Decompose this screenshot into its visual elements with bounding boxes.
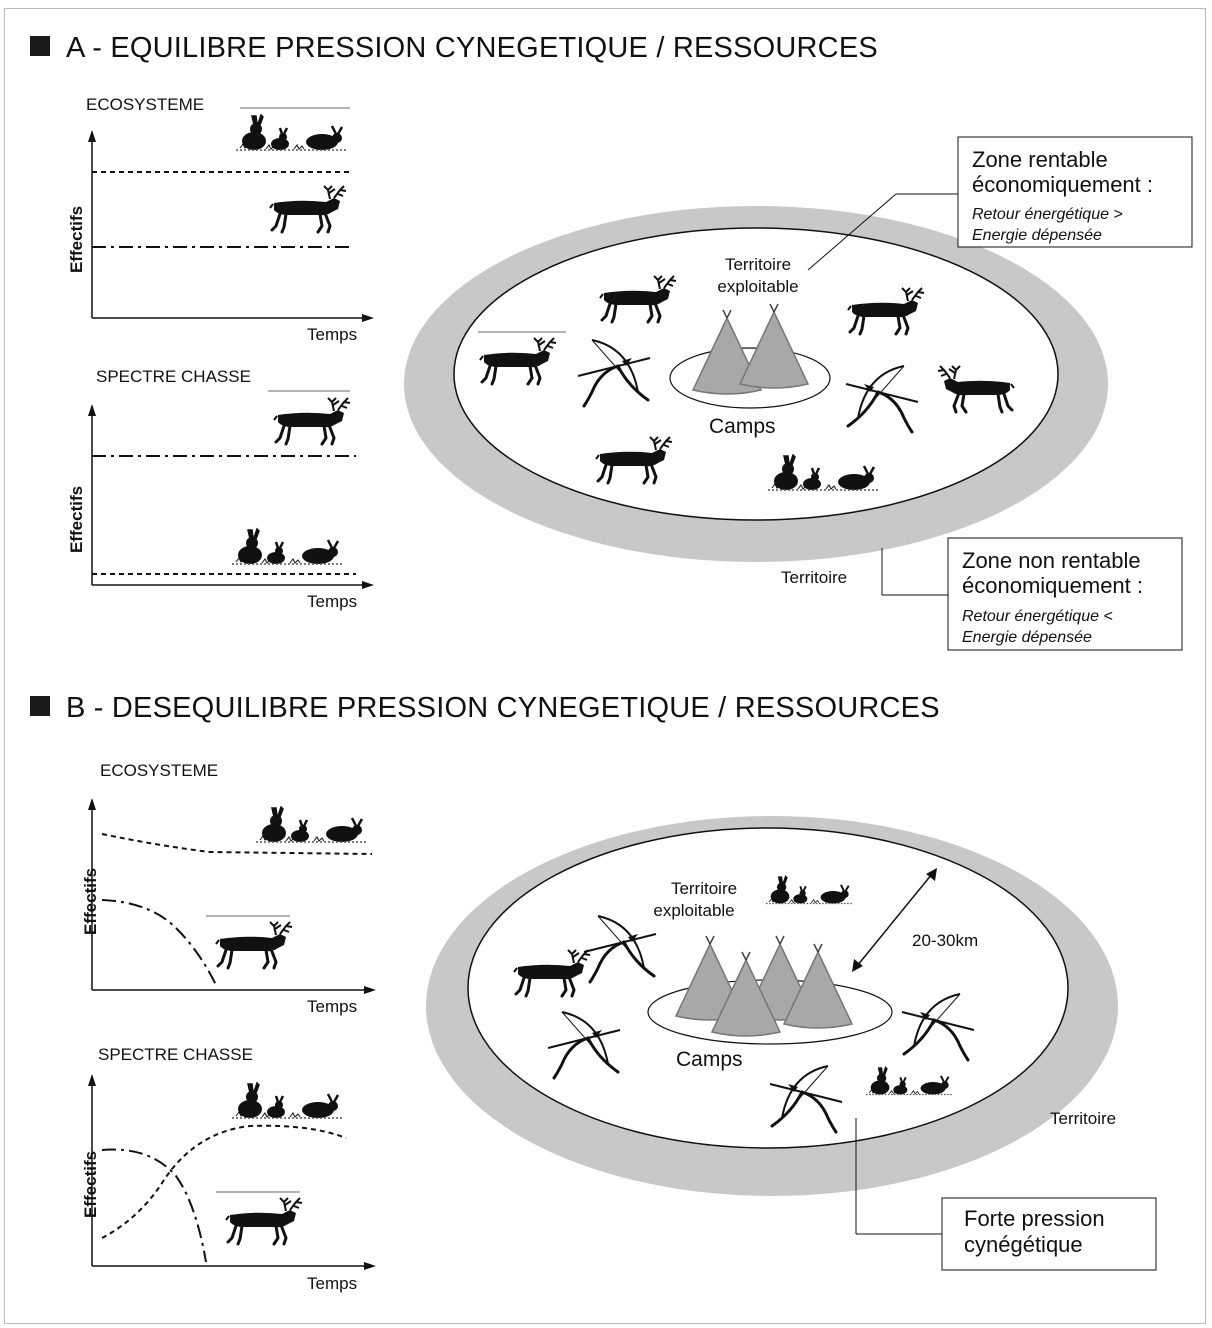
y-axis-arrow-icon <box>88 798 96 810</box>
chart-a-spectre-ylabel: Effectifs <box>67 486 86 553</box>
reindeer-icon <box>268 184 348 234</box>
distance-arrow <box>856 873 933 967</box>
section-b-title: B - DESEQUILIBRE PRESSION CYNEGETIQUE / … <box>30 692 940 725</box>
chart-b-spectre-xlabel: Temps <box>307 1274 357 1293</box>
arrowhead-icon <box>926 868 937 881</box>
zone-rentable-title-1: Zone rentable <box>972 147 1108 172</box>
square-bullet-icon <box>30 696 50 717</box>
chart-b-spectre: SPECTRE CHASSE Effectifs Temps <box>81 1045 376 1293</box>
chart-a-spectre-title: SPECTRE CHASSE <box>96 367 251 386</box>
chart-b-spectre-ylabel: Effectifs <box>81 1151 100 1218</box>
rabbits-icon <box>230 1081 344 1120</box>
reindeer-population-curve <box>101 899 217 986</box>
rabbits-icon <box>234 113 348 152</box>
distance-label: 20-30km <box>912 931 978 950</box>
chart-a-eco-xlabel: Temps <box>307 325 357 344</box>
zone-non-rentable-title-2: économiquement : <box>962 573 1143 598</box>
chart-a-spectre: SPECTRE CHASSE Effectifs Temps <box>67 367 374 611</box>
section-a-title-text: A - EQUILIBRE PRESSION CYNEGETIQUE / RES… <box>66 32 878 64</box>
reindeer-icon <box>214 920 294 970</box>
chart-b-eco-ylabel: Effectifs <box>81 868 100 935</box>
chart-a-eco-title: ECOSYSTEME <box>86 95 204 114</box>
zone-non-rentable-box <box>947 537 1183 651</box>
rabbits-icon <box>254 805 368 844</box>
territory-b: Camps Territoire exploitable 20-30km Ter… <box>426 816 1157 1271</box>
reindeer-hunt-curve <box>101 1148 207 1263</box>
forte-pression-box <box>941 1197 1157 1271</box>
chart-a-ecosysteme: ECOSYSTEME Effectifs Temps <box>67 95 374 344</box>
territoire-exploitable-label-2: exploitable <box>717 277 798 296</box>
zone-non-rentable-detail-1: Retour énergétique < <box>962 608 1113 625</box>
figure-frame <box>4 8 1206 1324</box>
x-axis-arrow-icon <box>362 314 374 322</box>
territoire-label: Territoire <box>1050 1109 1116 1128</box>
rabbit-population-curve <box>101 833 373 855</box>
square-bullet-icon <box>30 36 50 57</box>
forte-pression-title-2: cynégétique <box>964 1232 1083 1257</box>
chart-b-spectre-title: SPECTRE CHASSE <box>98 1045 253 1064</box>
zone-rentable-detail-1: Retour énergétique > <box>972 206 1123 223</box>
territoire-exploitable-label-1: Territoire <box>725 255 791 274</box>
chart-b-eco-xlabel: Temps <box>307 997 357 1016</box>
territoire-label: Territoire <box>781 568 847 587</box>
chart-b-ecosysteme: ECOSYSTEME Effectifs Temps <box>81 761 376 1016</box>
reindeer-icon <box>224 1196 304 1246</box>
section-a-title: A - EQUILIBRE PRESSION CYNEGETIQUE / RES… <box>30 32 878 65</box>
zone-non-rentable-title-1: Zone non rentable <box>962 548 1141 573</box>
x-axis-arrow-icon <box>364 986 376 994</box>
camps-label: Camps <box>709 415 776 438</box>
territoire-exploitable-label-2: exploitable <box>653 901 734 920</box>
arrowhead-icon <box>852 959 863 972</box>
callout-line <box>807 193 897 271</box>
reindeer-icon <box>272 396 352 446</box>
rabbits-icon <box>230 527 344 566</box>
y-axis-arrow-icon <box>88 404 96 416</box>
zone-rentable-box <box>957 136 1193 248</box>
forte-pression-title-1: Forte pression <box>964 1206 1105 1231</box>
chart-a-spectre-xlabel: Temps <box>307 592 357 611</box>
camps-label: Camps <box>676 1048 743 1071</box>
x-axis-arrow-icon <box>364 1262 376 1270</box>
rabbit-hunt-curve <box>101 1124 347 1239</box>
x-axis-arrow-icon <box>362 581 374 589</box>
chart-b-eco-title: ECOSYSTEME <box>100 761 218 780</box>
territoire-exploitable-label-1: Territoire <box>671 879 737 898</box>
chart-a-eco-ylabel: Effectifs <box>67 206 86 273</box>
camp-area <box>669 347 831 409</box>
territory-a: Camps Territoire exploitable Zone rentab… <box>404 136 1193 651</box>
zone-non-rentable-detail-2: Energie dépensée <box>962 629 1092 646</box>
zone-rentable-title-2: économiquement : <box>972 172 1153 197</box>
y-axis-arrow-icon <box>88 1074 96 1086</box>
y-axis-arrow-icon <box>88 130 96 142</box>
section-b-title-text: B - DESEQUILIBRE PRESSION CYNEGETIQUE / … <box>66 692 940 724</box>
zone-rentable-detail-2: Energie dépensée <box>972 227 1102 244</box>
